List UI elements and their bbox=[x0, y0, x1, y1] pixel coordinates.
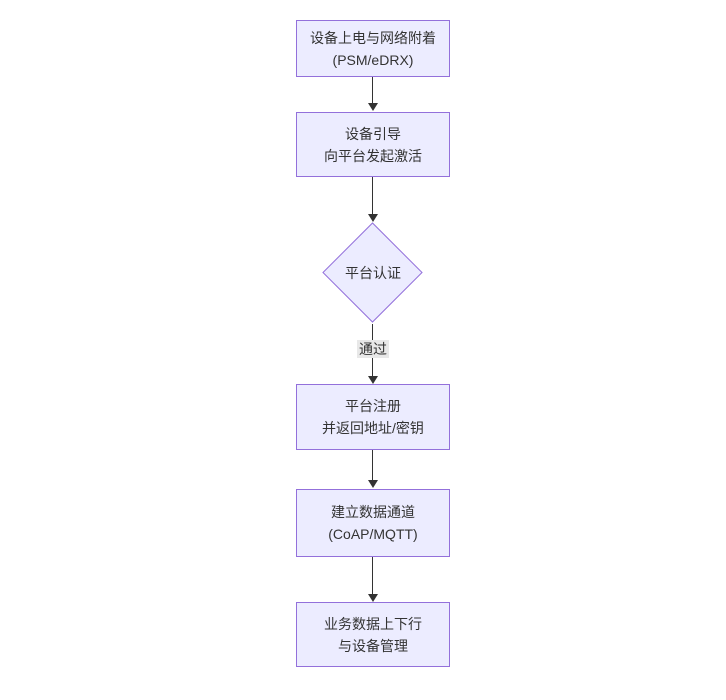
node-text-line: 与设备管理 bbox=[338, 637, 408, 654]
node-text-line: 建立数据通道 bbox=[331, 504, 415, 520]
flow-node-data-channel: 建立数据通道 (CoAP/MQTT) bbox=[296, 489, 450, 557]
flow-node-power-attach: 设备上电与网络附着 (PSM/eDRX) bbox=[296, 20, 450, 77]
arrowhead-icon bbox=[368, 480, 378, 488]
flow-node-platform-auth-decision: 平台认证 bbox=[322, 222, 424, 324]
edge-line bbox=[372, 557, 373, 595]
edge-label-pass: 通过 bbox=[357, 340, 389, 358]
node-text-line: 并返回地址/密钥 bbox=[322, 420, 424, 436]
edge-line bbox=[372, 450, 373, 481]
node-text-line: 平台认证 bbox=[345, 265, 401, 281]
node-text-line: 业务数据上下行 bbox=[324, 615, 422, 632]
arrowhead-icon bbox=[368, 214, 378, 222]
node-text-line: 平台注册 bbox=[345, 398, 401, 414]
arrowhead-icon bbox=[368, 594, 378, 602]
arrowhead-icon bbox=[368, 376, 378, 384]
flow-node-bootstrap-activate: 设备引导 向平台发起激活 bbox=[296, 112, 450, 177]
node-text-line: 设备上电与网络附着 bbox=[310, 29, 436, 46]
flow-node-business-data: 业务数据上下行 与设备管理 bbox=[296, 602, 450, 667]
node-text-line: (PSM/eDRX) bbox=[332, 51, 414, 68]
node-text-line: 向平台发起激活 bbox=[324, 147, 422, 164]
edge-line bbox=[372, 77, 373, 104]
edge-line bbox=[372, 177, 373, 215]
node-text-line: (CoAP/MQTT) bbox=[328, 526, 418, 542]
node-text-line: 设备引导 bbox=[345, 125, 401, 142]
flow-node-platform-register: 平台注册 并返回地址/密钥 bbox=[296, 384, 450, 450]
arrowhead-icon bbox=[368, 103, 378, 111]
